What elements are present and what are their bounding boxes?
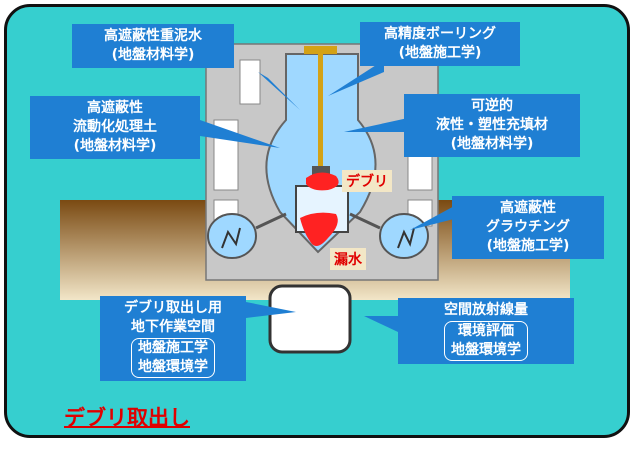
debris-marker: デブリ	[342, 170, 392, 192]
label-high-shield-mud: 高遮蔽性重泥水 (地盤材料学)	[72, 24, 234, 68]
debris-lower	[300, 212, 338, 246]
label-reversible-filler: 可逆的 液性・塑性充填材 (地盤材料学)	[404, 94, 580, 157]
label-line: 可逆的	[471, 98, 513, 114]
label-line: (地盤材料学)	[450, 136, 534, 152]
label-line: (地盤材料学)	[111, 47, 195, 63]
label-line: 高遮蔽性重泥水	[104, 28, 202, 44]
underground-work-room	[268, 284, 352, 354]
label-line: (地盤施工学)	[486, 238, 570, 254]
label-line: 地下作業空間	[131, 319, 215, 335]
field-tag: 地盤環境学	[451, 342, 521, 358]
field-tag: 地盤環境学	[138, 359, 208, 375]
label-precision-boring: 高精度ボーリング (地盤施工学)	[360, 22, 520, 66]
building-room	[239, 59, 261, 105]
debris-upper	[306, 172, 339, 191]
label-line: デブリ取出し用	[124, 300, 222, 316]
suppression-chamber	[379, 213, 429, 259]
field-tag: 環境評価	[458, 323, 514, 339]
label-line: (地盤施工学)	[398, 45, 482, 61]
footer-title: デブリ取出し	[64, 406, 190, 430]
label-fluidized-soil: 高遮蔽性 流動化処理土 (地盤材料学)	[30, 96, 200, 159]
label-grouting: 高遮蔽性 グラウチング (地盤施工学)	[452, 196, 604, 259]
boring-head	[312, 166, 330, 176]
label-line: (地盤材料学)	[73, 138, 157, 154]
leak-marker: 漏水	[330, 248, 366, 270]
label-line: 流動化処理土	[73, 119, 157, 135]
field-tag-group: 環境評価 地盤環境学	[444, 321, 528, 361]
field-tag: 地盤施工学	[138, 340, 208, 356]
boring-rod	[318, 52, 323, 172]
label-line: 高遮蔽性	[87, 100, 143, 116]
label-line: 高遮蔽性	[500, 200, 556, 216]
label-line: グラウチング	[486, 219, 570, 235]
label-line: 液性・塑性充填材	[436, 117, 548, 133]
field-tag-group: 地盤施工学 地盤環境学	[131, 338, 215, 378]
label-underground-workspace: デブリ取出し用 地下作業空間 地盤施工学 地盤環境学	[100, 296, 246, 381]
suppression-chamber	[207, 213, 257, 259]
label-line: 高精度ボーリング	[384, 26, 496, 42]
label-radiation-dose: 空間放射線量 環境評価 地盤環境学	[398, 298, 574, 364]
label-line: 空間放射線量	[444, 302, 528, 318]
